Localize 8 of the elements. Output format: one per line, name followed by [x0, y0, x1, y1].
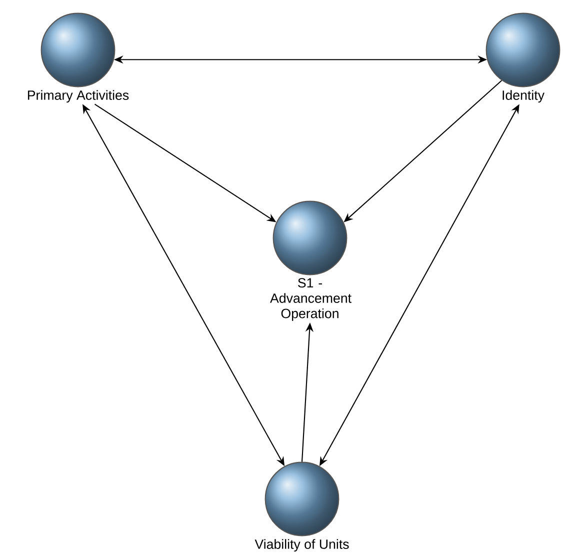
sphere-node: Primary Activities [28, 12, 129, 103]
sphere-node: Viability of Units [254, 462, 349, 552]
sphere-node: Identity [486, 12, 560, 103]
sphere-node: S1 - Advancement Operation [270, 200, 352, 321]
node-label: Identity [502, 90, 544, 103]
node-label: Viability of Units [254, 539, 349, 552]
node-label: S1 - Advancement Operation [270, 278, 352, 321]
node-label: Primary Activities [28, 90, 129, 103]
